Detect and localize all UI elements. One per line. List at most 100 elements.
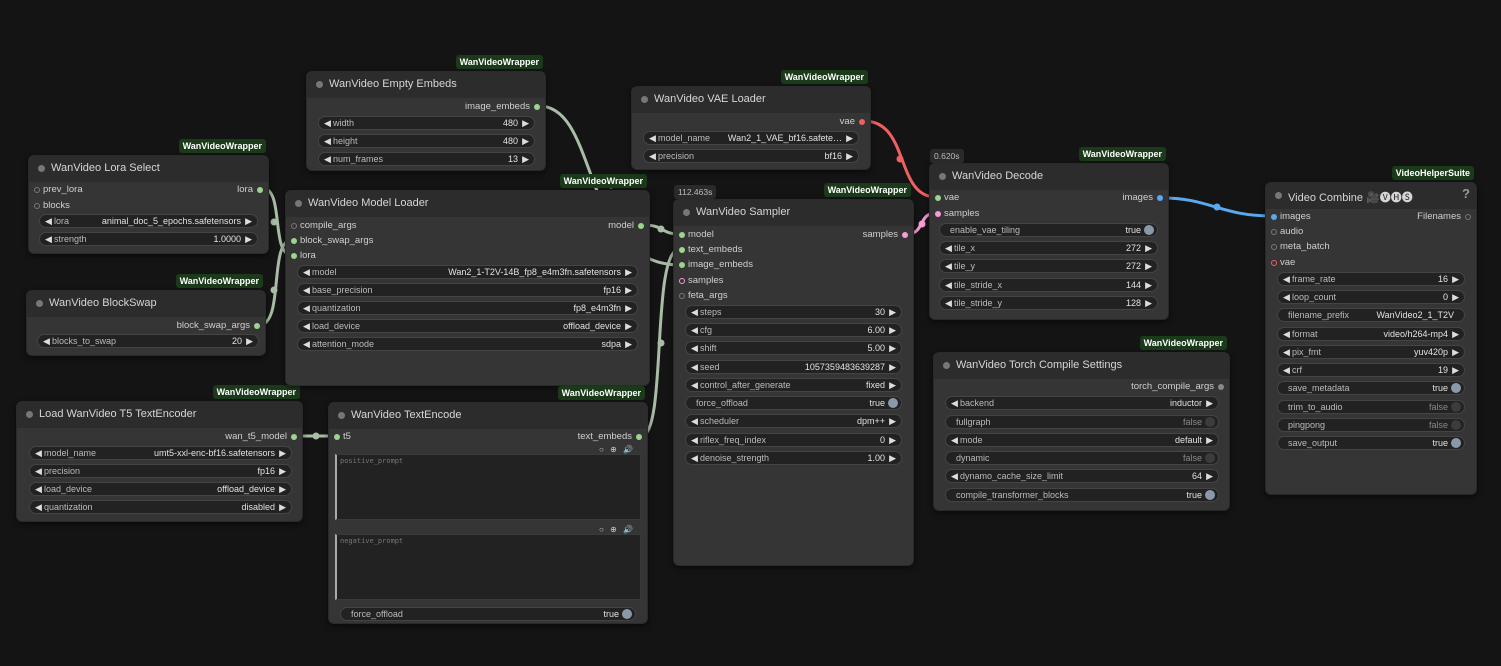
input-slot-vae[interactable]: vae: [935, 191, 959, 205]
node-t5-textencoder[interactable]: WanVideoWrapper Load WanVideo T5 TextEnc…: [16, 401, 303, 522]
left-arrow-icon[interactable]: ◀: [1283, 273, 1290, 285]
positive-prompt-textarea[interactable]: positive_prompt: [335, 454, 641, 520]
toggle-knob-icon[interactable]: [1451, 383, 1461, 393]
toggle-knob-icon[interactable]: [1205, 453, 1215, 463]
node-blockswap[interactable]: WanVideoWrapper WanVideo BlockSwap block…: [26, 290, 266, 356]
left-arrow-icon[interactable]: ◀: [691, 452, 698, 464]
combo-quantization[interactable]: ◀quantizationfp8_e4m3fn▶: [297, 301, 638, 315]
collapse-dot-icon[interactable]: [26, 411, 33, 418]
right-arrow-icon[interactable]: ▶: [279, 501, 286, 513]
input-slot-blocks[interactable]: blocks: [34, 199, 70, 213]
right-arrow-icon[interactable]: ▶: [889, 342, 896, 354]
node-empty-embeds[interactable]: WanVideoWrapper WanVideo Empty Embeds im…: [306, 71, 546, 171]
left-arrow-icon[interactable]: ◀: [324, 135, 331, 147]
left-arrow-icon[interactable]: ◀: [1283, 328, 1290, 340]
number-tile-stride-y[interactable]: ◀tile_stride_y128▶: [939, 296, 1158, 310]
left-arrow-icon[interactable]: ◀: [35, 501, 42, 513]
left-arrow-icon[interactable]: ◀: [691, 324, 698, 336]
node-title-bar[interactable]: Video Combine 🎥🅥🅗🅢 ?: [1266, 183, 1476, 209]
toggle-knob-icon[interactable]: [1451, 420, 1461, 430]
toggle-compile-transformer-blocks[interactable]: compile_transformer_blockstrue: [945, 488, 1219, 502]
slot-pin-icon[interactable]: [1271, 260, 1277, 266]
slot-pin-icon[interactable]: [1271, 214, 1277, 220]
right-arrow-icon[interactable]: ▶: [1145, 279, 1152, 291]
right-arrow-icon[interactable]: ▶: [1206, 470, 1213, 482]
right-arrow-icon[interactable]: ▶: [625, 338, 632, 350]
left-arrow-icon[interactable]: ◀: [303, 338, 310, 350]
number-width[interactable]: ◀width480▶: [318, 116, 535, 130]
node-torch-compile[interactable]: WanVideoWrapper WanVideo Torch Compile S…: [933, 352, 1230, 511]
left-arrow-icon[interactable]: ◀: [1283, 291, 1290, 303]
node-title-bar[interactable]: WanVideo Model Loader: [286, 191, 649, 217]
slot-pin-icon[interactable]: [679, 262, 685, 268]
collapse-dot-icon[interactable]: [939, 173, 946, 180]
left-arrow-icon[interactable]: ◀: [951, 397, 958, 409]
right-arrow-icon[interactable]: ▶: [889, 379, 896, 391]
left-arrow-icon[interactable]: ◀: [649, 132, 656, 144]
right-arrow-icon[interactable]: ▶: [522, 117, 529, 129]
right-arrow-icon[interactable]: ▶: [1452, 346, 1459, 358]
input-slot-images[interactable]: images: [1271, 210, 1311, 224]
toggle-knob-icon[interactable]: [1451, 402, 1461, 412]
right-arrow-icon[interactable]: ▶: [245, 215, 252, 227]
right-arrow-icon[interactable]: ▶: [1206, 397, 1213, 409]
right-arrow-icon[interactable]: ▶: [1452, 273, 1459, 285]
text-filename-prefix[interactable]: filename_prefixWanVideo2_1_T2V: [1277, 308, 1465, 322]
input-slot-text-embeds[interactable]: text_embeds: [679, 243, 742, 257]
output-slot-vae[interactable]: vae: [840, 115, 865, 129]
toggle-pingpong[interactable]: pingpongfalse: [1277, 418, 1465, 432]
combo-lora[interactable]: ◀loraanimal_doc_5_epochs.safetensors▶: [39, 214, 258, 228]
collapse-dot-icon[interactable]: [36, 300, 43, 307]
left-arrow-icon[interactable]: ◀: [45, 215, 52, 227]
node-title-bar[interactable]: WanVideo Empty Embeds: [307, 72, 545, 98]
number-denoise-strength[interactable]: ◀denoise_strength1.00▶: [685, 451, 902, 465]
slot-pin-icon[interactable]: [291, 434, 297, 440]
right-arrow-icon[interactable]: ▶: [889, 434, 896, 446]
collapse-dot-icon[interactable]: [943, 362, 950, 369]
toggle-knob-icon[interactable]: [888, 398, 898, 408]
combo-load-device[interactable]: ◀load_deviceoffload_device▶: [297, 319, 638, 333]
left-arrow-icon[interactable]: ◀: [951, 470, 958, 482]
toggle-trim-to-audio[interactable]: trim_to_audiofalse: [1277, 400, 1465, 414]
slot-pin-icon[interactable]: [1271, 244, 1277, 250]
combo-model[interactable]: ◀modelWan2_1-T2V-14B_fp8_e4m3fn.safetens…: [297, 265, 638, 279]
left-arrow-icon[interactable]: ◀: [945, 279, 952, 291]
combo-precision[interactable]: ◀precisionbf16▶: [643, 149, 859, 163]
right-arrow-icon[interactable]: ▶: [1145, 260, 1152, 272]
slot-pin-icon[interactable]: [1465, 214, 1471, 220]
node-decode[interactable]: 0.620s WanVideoWrapper WanVideo Decode v…: [929, 163, 1169, 320]
left-arrow-icon[interactable]: ◀: [35, 483, 42, 495]
input-slot-model[interactable]: model: [679, 228, 714, 242]
negative-prompt-textarea[interactable]: negative_prompt: [335, 534, 641, 600]
output-slot-text-embeds[interactable]: text_embeds: [578, 430, 642, 444]
number-tile-stride-x[interactable]: ◀tile_stride_x144▶: [939, 278, 1158, 292]
help-icon[interactable]: ?: [1462, 186, 1470, 201]
input-slot-audio[interactable]: audio: [1271, 225, 1303, 239]
right-arrow-icon[interactable]: ▶: [1452, 291, 1459, 303]
slot-pin-icon[interactable]: [636, 434, 642, 440]
slot-pin-icon[interactable]: [291, 238, 297, 244]
input-slot-t5[interactable]: t5: [334, 430, 351, 444]
output-slot-wan-t5-model[interactable]: wan_t5_model: [225, 430, 297, 444]
right-arrow-icon[interactable]: ▶: [279, 465, 286, 477]
node-title-bar[interactable]: WanVideo Decode: [930, 164, 1168, 190]
right-arrow-icon[interactable]: ▶: [522, 153, 529, 165]
left-arrow-icon[interactable]: ◀: [35, 447, 42, 459]
left-arrow-icon[interactable]: ◀: [303, 302, 310, 314]
input-slot-lora[interactable]: lora: [291, 249, 316, 263]
right-arrow-icon[interactable]: ▶: [625, 266, 632, 278]
node-title-bar[interactable]: WanVideo VAE Loader: [632, 87, 870, 113]
toggle-fullgraph[interactable]: fullgraphfalse: [945, 415, 1219, 429]
toggle-dynamic[interactable]: dynamicfalse: [945, 451, 1219, 465]
right-arrow-icon[interactable]: ▶: [846, 150, 853, 162]
slot-pin-icon[interactable]: [679, 293, 685, 299]
input-slot-compile-args[interactable]: compile_args: [291, 219, 357, 233]
output-slot-lora[interactable]: lora: [237, 183, 263, 197]
combo-backend[interactable]: ◀backendinductor▶: [945, 396, 1219, 410]
right-arrow-icon[interactable]: ▶: [1452, 364, 1459, 376]
toggle-force-offload[interactable]: force_offloadtrue: [685, 396, 902, 410]
left-arrow-icon[interactable]: ◀: [649, 150, 656, 162]
left-arrow-icon[interactable]: ◀: [303, 284, 310, 296]
combo-precision[interactable]: ◀precisionfp16▶: [29, 464, 292, 478]
node-lora-select[interactable]: WanVideoWrapper WanVideo Lora Select pre…: [28, 155, 269, 254]
